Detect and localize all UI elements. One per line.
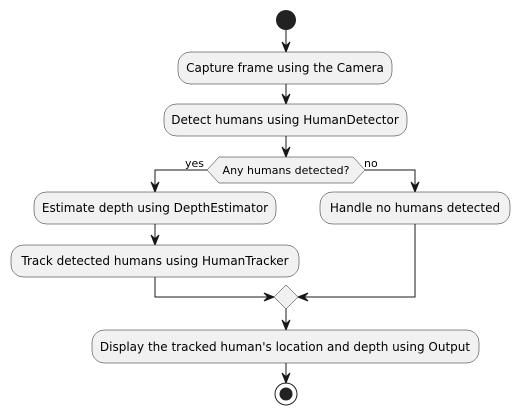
arrowhead	[263, 292, 276, 302]
action-handle-none-label: Handle no humans detected	[330, 201, 500, 215]
arrowhead	[281, 319, 291, 332]
arrowhead	[281, 93, 291, 106]
edge-track-to-merge	[154, 277, 268, 298]
action-capture-label: Capture frame using the Camera	[186, 61, 384, 75]
decision-humans-detected: Any humans detected?	[206, 156, 366, 184]
merge-node	[273, 284, 299, 310]
action-detect-label: Detect humans using HumanDetector	[171, 113, 399, 127]
branch-yes-label: yes	[185, 157, 204, 170]
arrowhead	[281, 146, 291, 159]
action-display: Display the tracked human's location and…	[91, 329, 480, 364]
edge-decision-to-handle	[365, 169, 416, 186]
action-display-label: Display the tracked human's location and…	[100, 340, 470, 354]
end-node	[274, 382, 298, 406]
arrowhead	[296, 292, 309, 302]
action-handle-none: Handle no humans detected	[319, 191, 511, 225]
action-estimate-label: Estimate depth using DepthEstimator	[42, 201, 268, 215]
edge-decision-to-estimate	[154, 169, 207, 186]
arrowhead	[281, 41, 291, 54]
arrowhead	[150, 234, 160, 247]
start-node	[276, 10, 296, 30]
arrowhead	[150, 181, 160, 194]
arrowhead	[410, 181, 420, 194]
branch-no-label: no	[364, 157, 378, 170]
action-estimate: Estimate depth using DepthEstimator	[33, 191, 277, 225]
decision-question: Any humans detected?	[223, 164, 350, 177]
action-track-label: Track detected humans using HumanTracker	[20, 254, 288, 268]
action-track: Track detected humans using HumanTracker	[10, 244, 300, 278]
action-capture: Capture frame using the Camera	[177, 51, 393, 85]
edge-handle-to-merge	[304, 224, 416, 298]
action-detect: Detect humans using HumanDetector	[163, 103, 408, 137]
arrowhead	[281, 372, 291, 385]
